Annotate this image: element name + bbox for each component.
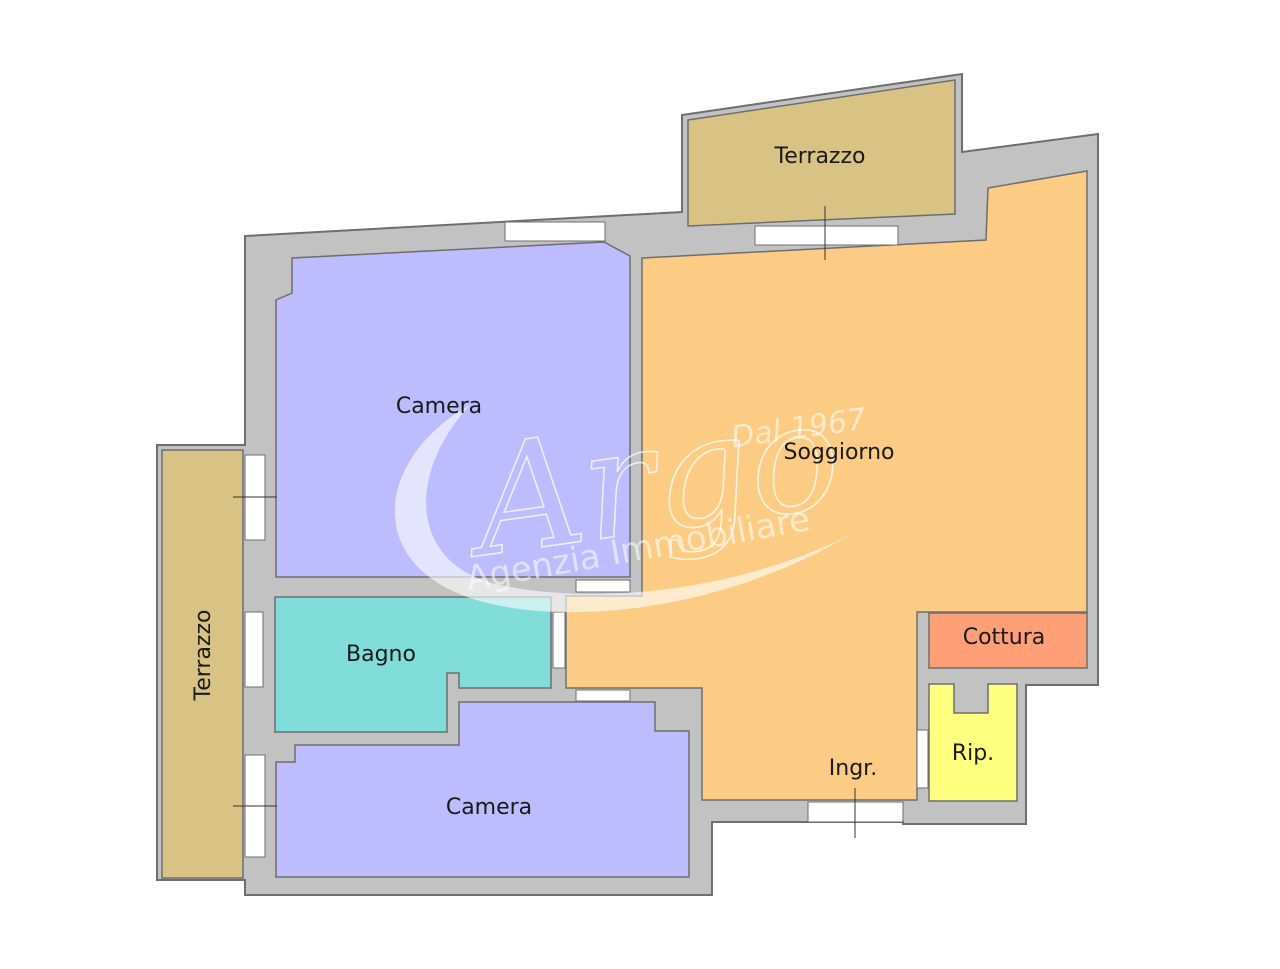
window-bagno-left bbox=[244, 611, 264, 688]
ripostiglio bbox=[928, 683, 1018, 802]
door-bagno bbox=[552, 611, 566, 669]
window-ticks bbox=[233, 206, 856, 838]
window-camera-top bbox=[504, 221, 606, 242]
door-ripostiglio bbox=[916, 729, 929, 789]
label-cottura: Cottura bbox=[963, 625, 1046, 650]
bagno bbox=[274, 596, 552, 733]
watermark-swoosh bbox=[394, 405, 850, 613]
label-terrazzo-top: Terrazzo bbox=[774, 144, 866, 169]
label-ripostiglio: Rip. bbox=[952, 741, 994, 766]
window-soggiorno-top bbox=[754, 225, 899, 246]
camera-bottom bbox=[275, 701, 690, 878]
label-camera-bottom: Camera bbox=[446, 795, 532, 820]
terrazzo-left bbox=[161, 449, 244, 879]
label-camera-top: Camera bbox=[396, 394, 482, 419]
label-bagno: Bagno bbox=[346, 642, 416, 667]
door-camera-bottom bbox=[575, 689, 631, 702]
label-ingresso: Ingr. bbox=[829, 756, 877, 781]
label-terrazzo-left: Terrazzo bbox=[191, 610, 216, 702]
label-soggiorno: Soggiorno bbox=[784, 440, 895, 465]
door-camera-top bbox=[575, 579, 631, 593]
cottura bbox=[928, 612, 1088, 669]
terrazzo-top bbox=[687, 79, 956, 227]
